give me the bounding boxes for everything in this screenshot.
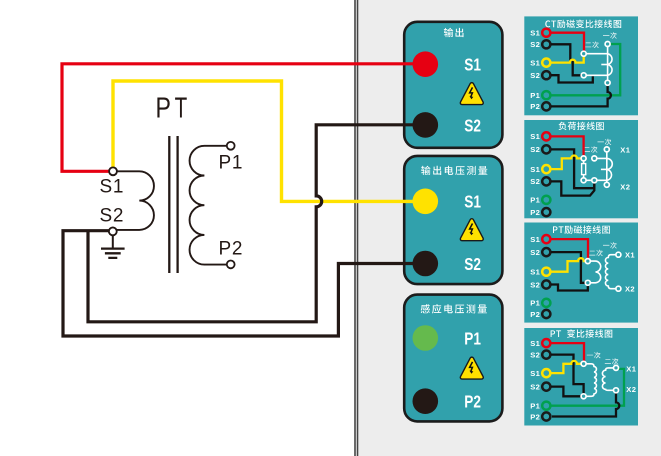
- svg-text:S1: S1: [530, 268, 540, 277]
- svg-text:S2: S2: [530, 145, 540, 154]
- svg-text:X2: X2: [625, 285, 635, 294]
- svg-text:X1: X1: [626, 365, 636, 374]
- svg-text:S2: S2: [530, 382, 540, 391]
- svg-text:T: T: [175, 92, 188, 124]
- svg-text:P: P: [156, 92, 171, 124]
- svg-text:S2: S2: [464, 115, 481, 135]
- svg-text:X1: X1: [625, 251, 635, 260]
- svg-text:P2: P2: [530, 102, 540, 111]
- svg-text:S1: S1: [530, 369, 540, 378]
- svg-text:S2: S2: [530, 177, 540, 186]
- svg-text:S2: S2: [530, 71, 540, 80]
- svg-text:P1: P1: [530, 299, 540, 308]
- svg-text:P2: P2: [219, 238, 243, 259]
- svg-text:P1: P1: [530, 91, 540, 100]
- svg-text:P2: P2: [530, 208, 540, 217]
- svg-text:P2: P2: [530, 310, 540, 319]
- svg-text:S2: S2: [464, 254, 481, 274]
- svg-text:S1: S1: [530, 235, 540, 244]
- svg-text:P1: P1: [530, 402, 540, 411]
- svg-text:P2: P2: [530, 412, 540, 421]
- svg-text:X1: X1: [620, 146, 630, 155]
- svg-text:S1: S1: [530, 339, 540, 348]
- svg-text:S2: S2: [530, 280, 540, 289]
- svg-text:S2: S2: [530, 350, 540, 359]
- svg-text:S1: S1: [464, 192, 481, 212]
- svg-text:S2: S2: [530, 40, 540, 49]
- svg-text:S1: S1: [530, 132, 540, 141]
- svg-text:P1: P1: [219, 152, 243, 173]
- svg-text:X2: X2: [626, 385, 636, 394]
- svg-text:P1: P1: [530, 196, 540, 205]
- svg-text:S1: S1: [530, 165, 540, 174]
- svg-text:S1: S1: [100, 177, 124, 198]
- svg-text:S1: S1: [530, 58, 540, 67]
- svg-text:S2: S2: [100, 206, 124, 227]
- svg-text:S1: S1: [530, 29, 540, 38]
- svg-text:S1: S1: [464, 55, 481, 75]
- svg-text:X2: X2: [620, 182, 630, 191]
- svg-text:P2: P2: [464, 392, 481, 412]
- svg-text:S2: S2: [530, 248, 540, 257]
- svg-text:P1: P1: [464, 328, 481, 348]
